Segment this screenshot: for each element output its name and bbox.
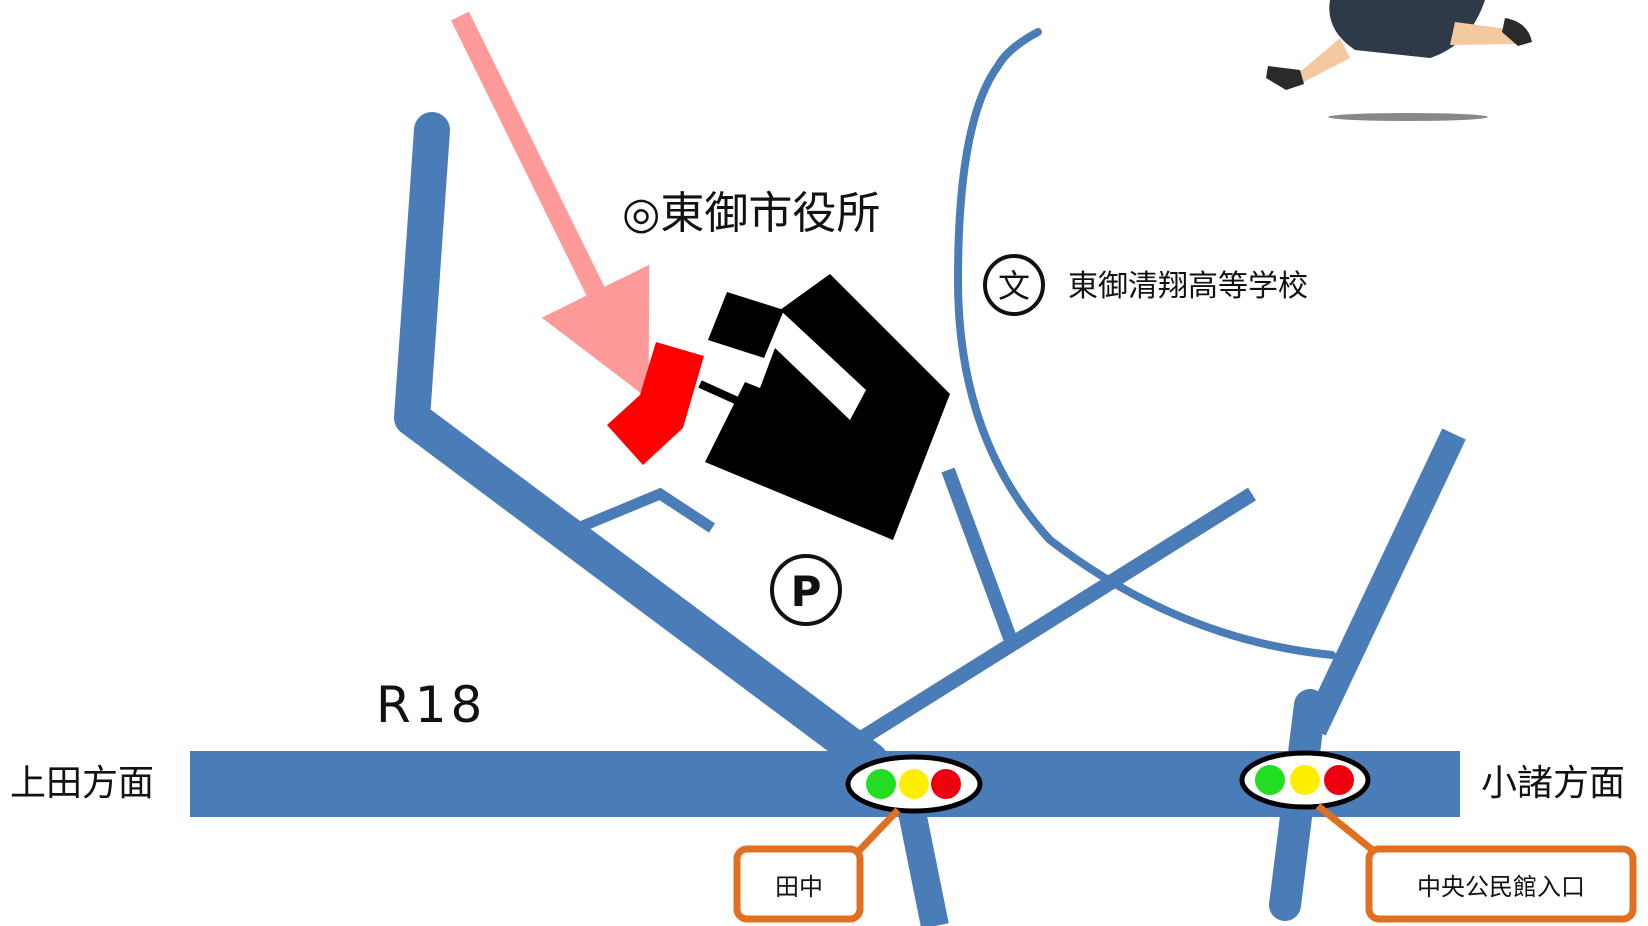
person-shoe-front	[1502, 18, 1532, 46]
callout-box	[733, 845, 864, 923]
city-hall-main-building	[705, 274, 950, 540]
callout-box	[1365, 845, 1637, 923]
road-east-diagonal	[1302, 428, 1466, 736]
direction-east-label: 小諸方面	[1481, 763, 1625, 804]
person-shadow	[1328, 113, 1488, 121]
road-south-tanaka	[898, 809, 949, 926]
parking-marker: P	[770, 554, 842, 626]
city-hall-annex-building	[708, 292, 784, 358]
signal-name-chuo: 中央公民館入口	[1417, 873, 1585, 901]
signal-yellow-light	[899, 769, 929, 799]
school-symbol-icon	[983, 254, 1045, 316]
signal-yellow-light	[1290, 765, 1320, 795]
signal-red-light	[1324, 765, 1354, 795]
person-shoe-back	[1266, 66, 1304, 90]
city-hall-buildings	[607, 274, 950, 540]
callout-leader	[1315, 803, 1378, 855]
callout-leader	[852, 807, 901, 858]
callout-tanaka: 田中	[733, 807, 901, 923]
signal-green-light	[1255, 765, 1285, 795]
road-curved-north	[953, 28, 1336, 659]
signal-name-tanaka: 田中	[775, 873, 823, 901]
road-northeast-diagonal	[858, 487, 1256, 745]
city-hall-label: ◎東御市役所	[622, 188, 880, 239]
signal-green-light	[866, 769, 896, 799]
pointer-arrow	[451, 11, 650, 399]
road-branch-north	[941, 467, 1017, 641]
building-connector	[698, 380, 742, 406]
route-label: R18	[376, 676, 486, 734]
person-body	[1329, 0, 1485, 58]
road-parking-access	[575, 487, 716, 534]
running-person-illustration	[1266, 0, 1532, 121]
traffic-signal-chuo	[1239, 750, 1371, 810]
parking-symbol: P	[791, 567, 822, 616]
signal-red-light	[931, 769, 961, 799]
school-marker: 文	[983, 254, 1045, 316]
person-leg-back	[1296, 38, 1350, 86]
callout-chuo: 中央公民館入口	[1315, 803, 1637, 923]
school-label: 東御清翔高等学校	[1068, 269, 1308, 304]
person-leg-front	[1450, 22, 1520, 45]
traffic-signal-tanaka	[845, 754, 983, 814]
school-symbol: 文	[998, 267, 1030, 305]
direction-west-label: 上田方面	[10, 763, 154, 804]
road-northwest-diagonal	[394, 112, 888, 778]
parking-icon	[770, 554, 842, 626]
entrance-building	[607, 342, 704, 465]
